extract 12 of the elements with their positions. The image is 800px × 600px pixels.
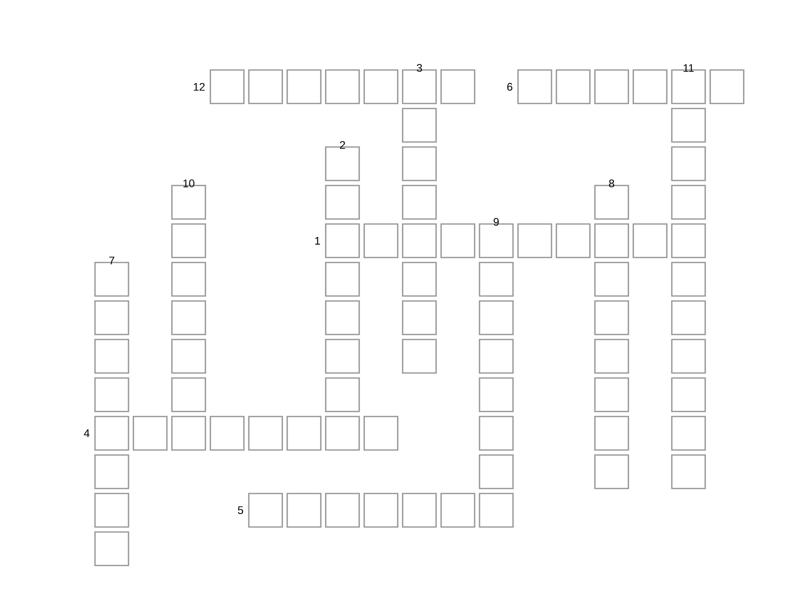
clue-number: 4 bbox=[84, 429, 90, 437]
clue-number: 5 bbox=[238, 506, 244, 514]
clue-number: 9 bbox=[494, 218, 499, 226]
clue-number: 3 bbox=[416, 64, 422, 72]
clue-number: 1 bbox=[315, 237, 320, 245]
clue-number: 8 bbox=[609, 180, 614, 188]
clue-number: 10 bbox=[183, 180, 194, 188]
clue-number: 12 bbox=[194, 82, 205, 91]
clue-number: 6 bbox=[507, 82, 512, 91]
clue-number: 11 bbox=[684, 64, 694, 72]
clue-number: 7 bbox=[109, 256, 114, 264]
clue-number: 2 bbox=[340, 141, 346, 149]
